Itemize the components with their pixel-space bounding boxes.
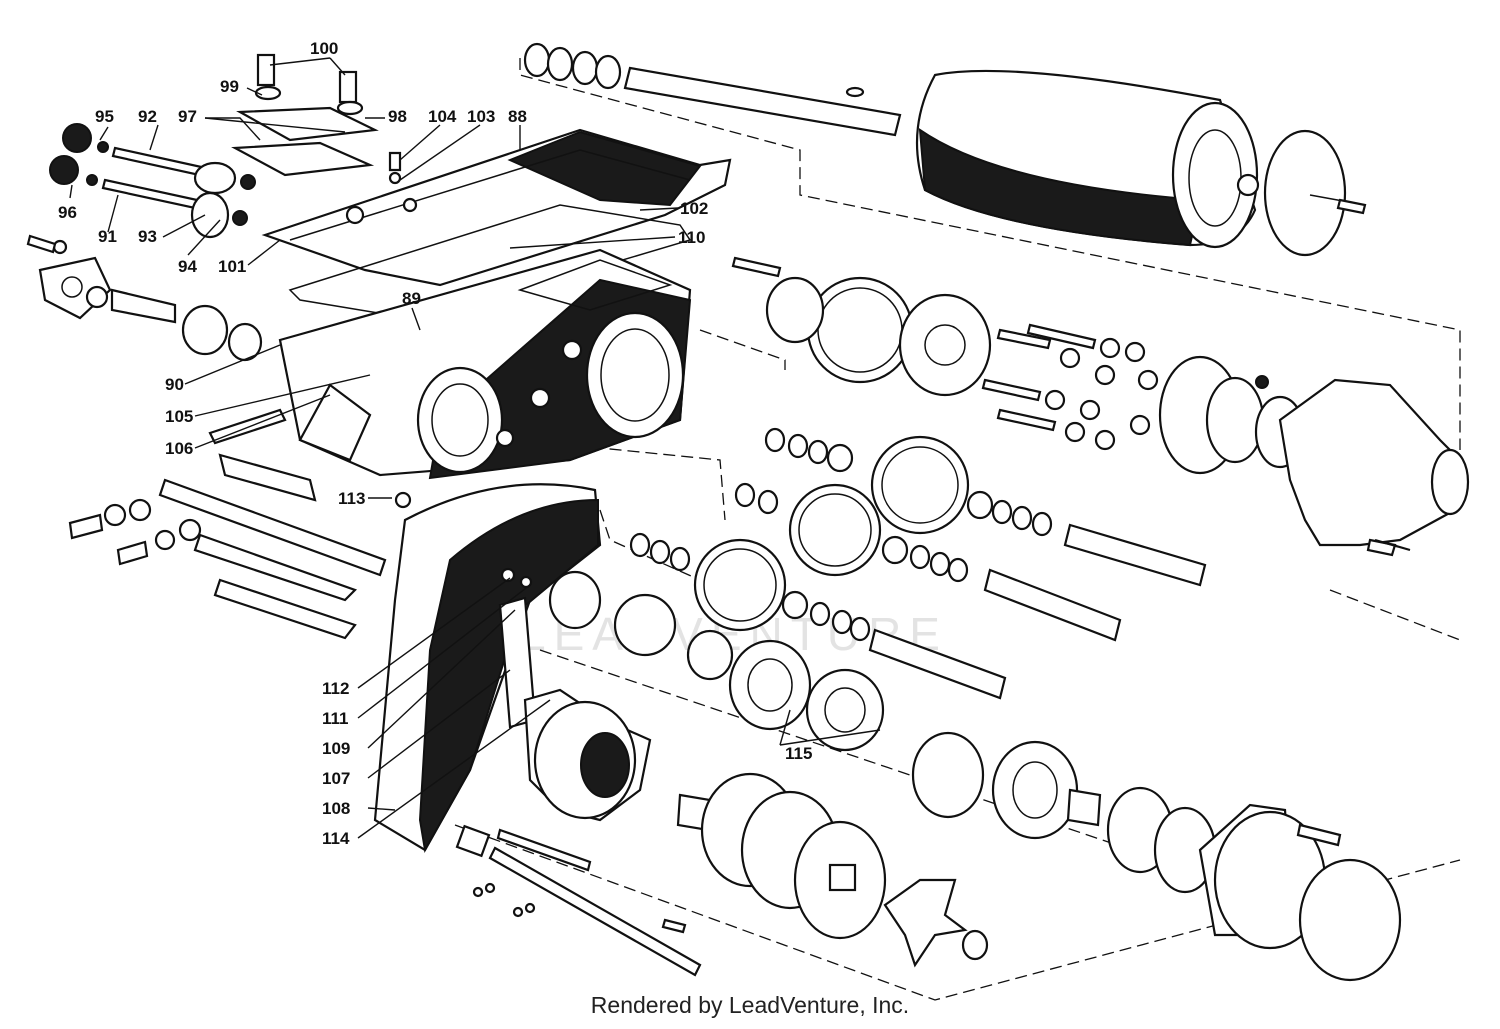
callout-105: 105 [165, 407, 193, 426]
callout-93: 93 [138, 227, 157, 246]
callout-98: 98 [388, 107, 407, 126]
callout-110: 110 [678, 228, 705, 247]
callout-100: 100 [310, 39, 338, 58]
callout-89: 89 [402, 289, 421, 308]
gearbox-housing [278, 248, 692, 480]
callout-111: 111 [322, 709, 349, 728]
input-shaft [26, 234, 263, 362]
callout-109: 109 [322, 739, 350, 758]
retaining-plates [231, 53, 379, 177]
drive-gears [548, 276, 992, 752]
callout-113: 113 [338, 489, 365, 508]
differential-assembly [981, 323, 1470, 557]
chain-case-cover [373, 483, 602, 853]
callout-95: 95 [95, 107, 114, 126]
callout-114: 114 [322, 829, 350, 848]
callout-90: 90 [165, 375, 184, 394]
control-shafts [49, 123, 256, 239]
shaft-and-bracket [68, 408, 412, 640]
rotor-drum [915, 69, 1366, 257]
lower-shaft [455, 824, 702, 977]
callout-103: 103 [467, 107, 495, 126]
callout-101: 101 [218, 257, 246, 276]
top-cover [261, 128, 732, 321]
callout-91: 91 [98, 227, 117, 246]
clutch-assembly [523, 538, 1411, 982]
output-shafts [868, 523, 1207, 700]
spacer-rings [629, 427, 1053, 642]
footer-credit: Rendered by LeadVenture, Inc. [590, 992, 910, 1018]
callout-115: 115 [785, 744, 812, 763]
main-shaft-top [523, 42, 902, 137]
callout-107: 107 [322, 769, 350, 788]
callout-labels: 100 99 98 97 92 95 104 103 88 96 91 93 9… [58, 39, 812, 848]
callout-106: 106 [165, 439, 193, 458]
callout-97: 97 [178, 107, 197, 126]
hardware-bolts [388, 151, 1367, 278]
callout-88: 88 [508, 107, 527, 126]
callout-112: 112 [322, 679, 349, 698]
callout-96: 96 [58, 203, 77, 222]
leader-lines [69, 57, 881, 839]
callout-104: 104 [428, 107, 457, 126]
callout-94: 94 [178, 257, 197, 276]
callout-108: 108 [322, 799, 350, 818]
callout-99: 99 [220, 77, 239, 96]
callout-92: 92 [138, 107, 157, 126]
callout-102: 102 [680, 199, 708, 218]
